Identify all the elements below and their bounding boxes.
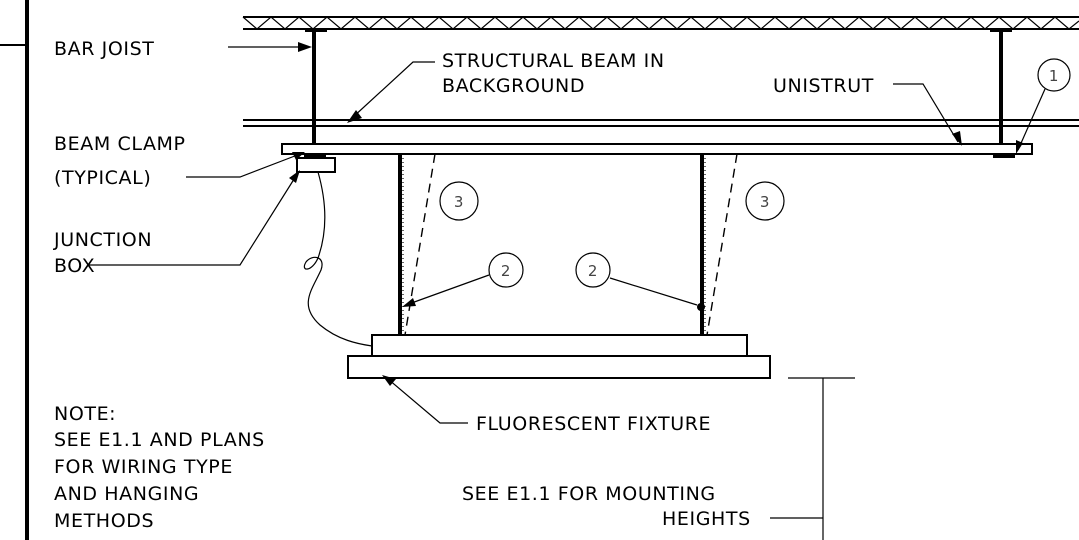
svg-text:1: 1 <box>1049 67 1059 85</box>
junction-box-leader <box>88 170 300 266</box>
note-line-4: METHODS <box>54 510 154 532</box>
junction-box-label-line1: JUNCTION <box>53 229 152 251</box>
note-title: NOTE: <box>54 403 116 425</box>
svg-text:2: 2 <box>501 262 511 280</box>
callout-3-left: 3 <box>439 181 479 221</box>
structural-beam-label-line2: BACKGROUND <box>442 75 585 97</box>
hanger-rod-left <box>398 154 404 335</box>
note-line-2: FOR WIRING TYPE <box>54 456 233 478</box>
unistrut-leader <box>893 83 962 146</box>
beam-clamp-leader <box>186 152 305 178</box>
note-line-1: SEE E1.1 AND PLANS <box>54 429 265 451</box>
mounting-height-label-line1: SEE E1.1 FOR MOUNTING <box>462 483 716 505</box>
structural-beam-leader <box>347 61 435 123</box>
structural-beam-label-line1: STRUCTURAL BEAM IN <box>442 50 665 72</box>
structural-beam <box>243 119 1079 127</box>
roof-deck <box>242 16 1079 30</box>
bar-joist-leader <box>228 42 312 52</box>
mounting-height-dimension <box>770 377 855 540</box>
beam-clamp-right <box>993 154 1015 158</box>
bar-joist-right <box>990 30 1012 152</box>
sheet-border <box>0 0 29 540</box>
beam-clamp-label-line2: (TYPICAL) <box>54 167 151 189</box>
callout-3-right: 3 <box>745 181 785 221</box>
seismic-wire-left <box>404 153 436 336</box>
callout-1: 1 <box>1016 58 1071 154</box>
callout-2-right: 2 <box>575 252 705 311</box>
bar-joist-label: BAR JOIST <box>54 38 155 60</box>
beam-clamp-label-line1: BEAM CLAMP <box>54 133 186 155</box>
fixture-lens <box>347 355 771 379</box>
beam-clamp-left <box>304 154 326 158</box>
junction-box-label-line2: BOX <box>54 255 95 277</box>
bar-joist-left <box>305 30 327 151</box>
svg-text:3: 3 <box>760 193 770 211</box>
unistrut-channel <box>281 143 1033 155</box>
callout-2-left: 2 <box>402 252 524 307</box>
fluorescent-fixture-label: FLUORESCENT FIXTURE <box>476 413 711 435</box>
fixture-housing <box>371 334 748 357</box>
fixture-whip-cable <box>303 171 373 347</box>
note-line-3: AND HANGING <box>54 483 199 505</box>
svg-text:3: 3 <box>454 193 464 211</box>
unistrut-label: UNISTRUT <box>773 75 874 97</box>
mounting-height-label-line2: HEIGHTS <box>662 508 751 530</box>
seismic-wire-right <box>706 153 738 336</box>
fluorescent-fixture-leader <box>382 375 468 424</box>
junction-box <box>296 157 336 173</box>
svg-text:2: 2 <box>588 262 598 280</box>
